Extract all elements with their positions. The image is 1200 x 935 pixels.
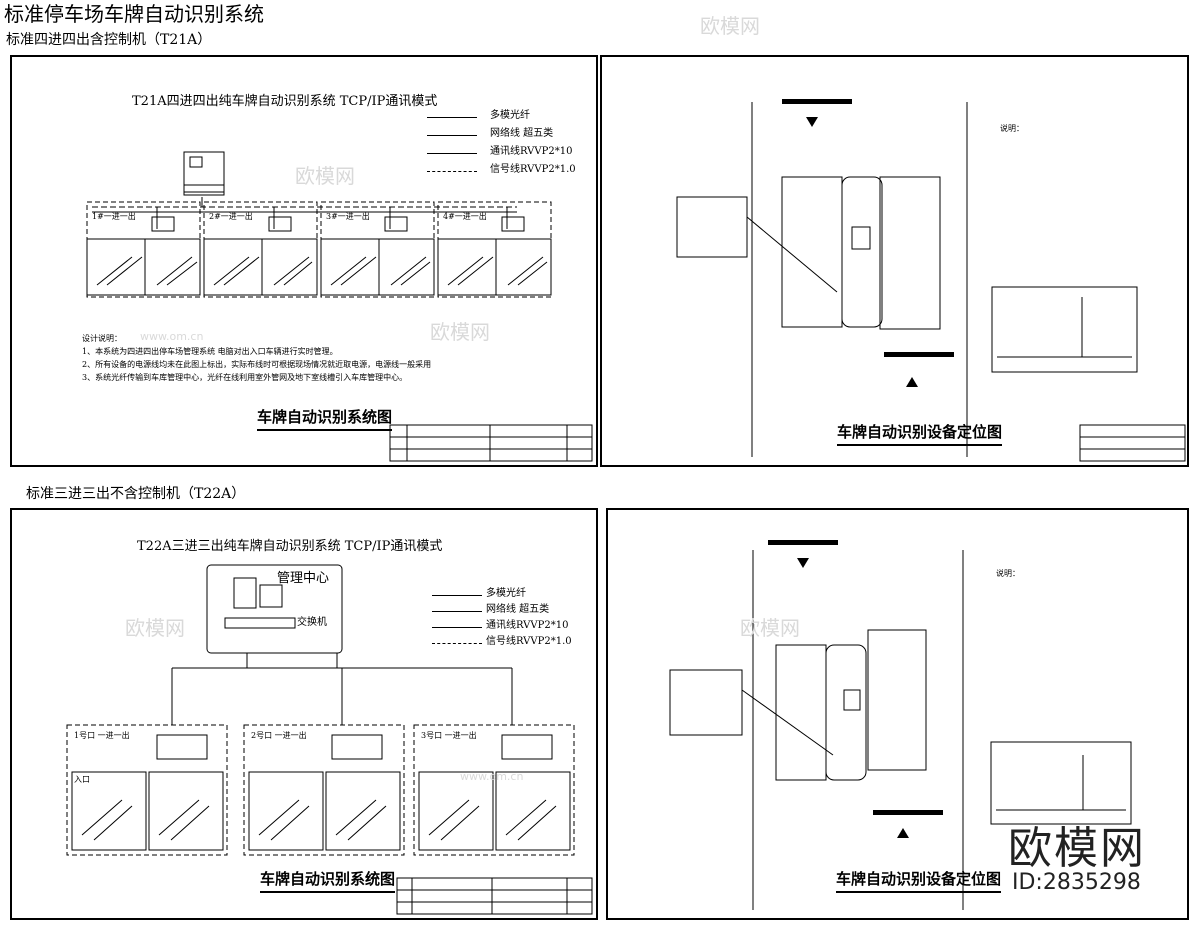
title-block [389, 424, 593, 462]
legend-item: 多模光纤 [486, 588, 526, 599]
topology-diagram [66, 564, 575, 856]
sheet-system-t22a: T22A三进三出纯车牌自动识别系统 TCP/IP通讯模式 管理中心 交换机 多模… [10, 508, 598, 920]
lane-label: 3#一进一出 [326, 212, 370, 221]
switch-label: 交换机 [297, 617, 327, 628]
sheet-title: T22A三进三出纯车牌自动识别系统 TCP/IP通讯模式 [137, 539, 443, 554]
layout-plan [669, 540, 1132, 910]
watermark-brand: 欧模网 [700, 14, 760, 38]
lane-label: 2#一进一出 [209, 212, 253, 221]
sheet-layout-t21a: 说明： 车牌自动识别设备定位图 [600, 55, 1189, 467]
lane-label: 1#一进一出 [92, 212, 136, 221]
legend-item: 通讯线RVVP2*10 [490, 146, 573, 157]
page-title: 标准停车场车牌自动识别系统 [4, 2, 264, 26]
notes-heading: 设计说明： [82, 334, 122, 343]
sheet-caption: 车牌自动识别系统图 [260, 868, 396, 893]
watermark-site: www.om.cn [460, 770, 524, 783]
legend-item: 信号线RVVP2*1.0 [490, 164, 576, 175]
watermark-site: www.om.cn [140, 330, 204, 343]
legend-item: 通讯线RVVP2*10 [486, 620, 569, 631]
watermark-id: ID:2835298 [1012, 870, 1141, 895]
watermark-big-brand: 欧模网 [1008, 823, 1146, 874]
layout-plan [676, 99, 1138, 457]
lane-label: 4#一进一出 [443, 212, 487, 221]
sheet-caption: 车牌自动识别设备定位图 [836, 868, 1002, 893]
title-block [396, 877, 593, 915]
legend-item: 网络线 超五类 [490, 128, 554, 139]
sheet-caption: 车牌自动识别设备定位图 [837, 421, 1003, 446]
notes-heading: 说明： [996, 569, 1020, 578]
lane-label: 3号口 一进一出 [421, 731, 477, 740]
note-line: 3、系统光纤传输到车库管理中心，光纤在线利用室外管网及地下室线槽引入车库管理中心… [82, 373, 408, 382]
center-label: 管理中心 [277, 571, 330, 586]
legend-item: 多模光纤 [490, 110, 530, 121]
lane-label: 2号口 一进一出 [251, 731, 307, 740]
title-block [1079, 424, 1186, 462]
notes-heading: 说明： [1000, 124, 1024, 133]
legend-item: 网络线 超五类 [486, 604, 550, 615]
entry-label: 入口 [74, 775, 90, 784]
subtitle-bottom: 标准三进三出不含控制机（T22A） [26, 486, 246, 502]
note-line: 1、本系统为四进四出停车场管理系统 电脑对出入口车辆进行实时管理。 [82, 347, 338, 356]
subtitle-top: 标准四进四出含控制机（T21A） [6, 32, 212, 48]
sheet-system-t21a: T21A四进四出纯车牌自动识别系统 TCP/IP通讯模式 多模光纤 网络线 超五… [10, 55, 598, 467]
watermark-brand: 欧模网 [430, 320, 490, 344]
watermark-brand: 欧模网 [295, 164, 355, 188]
topology-diagram [86, 151, 552, 298]
lane-label: 1号口 一进一出 [74, 731, 130, 740]
watermark-brand: 欧模网 [740, 616, 800, 640]
sheet-layout-t22a: 说明： 车牌自动识别设备定位图 [606, 508, 1189, 920]
sheet-caption: 车牌自动识别系统图 [257, 406, 393, 431]
legend-item: 信号线RVVP2*1.0 [486, 636, 572, 647]
design-notes: 设计说明： 1、本系统为四进四出停车场管理系统 电脑对出入口车辆进行实时管理。 … [82, 333, 502, 385]
watermark-brand: 欧模网 [125, 616, 185, 640]
note-line: 2、所有设备的电源线均未在此图上标出，实际布线时可根据现场情况就近取电源，电源线… [82, 360, 432, 369]
sheet-title: T21A四进四出纯车牌自动识别系统 TCP/IP通讯模式 [132, 94, 438, 109]
